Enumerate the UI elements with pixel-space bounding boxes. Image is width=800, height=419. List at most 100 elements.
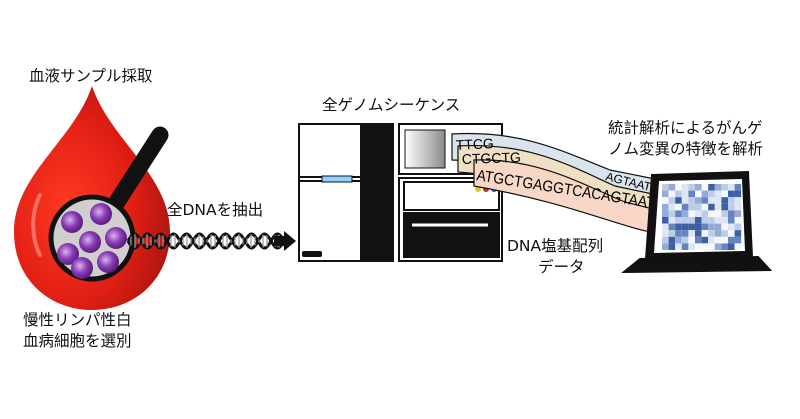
heatmap-cell [721, 184, 728, 191]
heatmap-cell [662, 190, 669, 198]
heatmap-cell [721, 243, 728, 250]
heatmap-cell [721, 203, 728, 211]
heatmap-cell [695, 197, 702, 204]
heatmap-cell [721, 190, 728, 198]
heatmap-cell [695, 203, 702, 211]
heatmap-cell [734, 230, 742, 237]
analysis-label-2: ノム変異の特徴を解析 [608, 140, 764, 158]
magnifier-icon [48, 126, 169, 282]
heatmap-cell [714, 184, 722, 191]
heatmap-cell [734, 223, 742, 231]
heatmap-cell [668, 230, 676, 237]
heatmap-cell [688, 190, 695, 198]
heatmap-cell [708, 203, 715, 211]
heatmap-cell [662, 236, 669, 244]
heatmap-cell [675, 217, 682, 224]
heatmap-cell [721, 230, 728, 237]
heatmap-cell [681, 210, 689, 217]
cell-selection-label-1: 慢性リンパ性白 [23, 311, 132, 329]
heatmap-cell [714, 190, 722, 198]
heatmap-cell [675, 197, 682, 204]
heatmap-cell [701, 210, 709, 217]
heatmap-cell [728, 217, 735, 224]
heatmap-cell [714, 217, 722, 224]
heatmap-cell [701, 230, 709, 237]
heatmap-cell [688, 197, 695, 204]
heatmap-cell [688, 230, 695, 237]
dna-seq-data-label-1: DNA塩基配列 [507, 237, 604, 255]
heatmap-cell [675, 236, 682, 244]
laptop-icon [621, 170, 773, 274]
heatmap-cell [728, 203, 735, 211]
heatmap-cell [695, 184, 702, 191]
heatmap-cell [728, 230, 735, 237]
analysis-label-1: 統計解析によるがんゲ [608, 119, 763, 137]
heatmap-cell [708, 190, 715, 198]
heatmap-cell [681, 236, 689, 244]
heatmap-cell [668, 236, 676, 244]
heatmap-cell [708, 217, 715, 224]
heatmap-cell [721, 217, 728, 224]
heatmap-cell [681, 190, 689, 198]
heatmap-cell [675, 243, 682, 250]
heatmap-cell [695, 236, 702, 244]
heatmap-cell [695, 223, 702, 231]
heatmap-cell [688, 184, 695, 191]
heatmap-cell [714, 243, 722, 250]
heatmap-cell [714, 223, 722, 231]
heatmap-cell [675, 190, 682, 198]
heatmap-cell [714, 197, 722, 204]
heatmap-cell [708, 223, 715, 231]
heatmap-cell [688, 210, 695, 217]
heatmap-cell [701, 243, 709, 250]
heatmap-cell [708, 184, 715, 191]
heatmap-cell [695, 190, 702, 198]
heatmap-cell [728, 190, 735, 198]
heatmap-cell [701, 236, 709, 244]
dna-helix-icon [126, 232, 284, 250]
heatmap-cell [695, 210, 702, 217]
heatmap-cell [701, 190, 709, 198]
heatmap-cell [714, 210, 722, 217]
heatmap-cell [714, 236, 722, 244]
heatmap-cell [708, 243, 715, 250]
heatmap-cell [688, 236, 695, 244]
sequence-strips: TTCG CTGCTG AGTAAT ATGCTGAGGTCACAGTAAT [451, 132, 666, 235]
heatmap-cell [668, 203, 676, 211]
heatmap-cell [668, 217, 676, 224]
heatmap-cell [668, 184, 676, 191]
heatmap-cell [721, 197, 728, 204]
heatmap-cell [728, 223, 735, 231]
heatmap-cell [708, 236, 715, 244]
heatmap-cell [675, 203, 682, 211]
heatmap-cell [668, 243, 676, 250]
heatmap-cell [701, 223, 709, 231]
heatmap-cell [734, 217, 742, 224]
heatmap-cell [708, 210, 715, 217]
heatmap-cell [701, 217, 709, 224]
heatmap-cell [734, 184, 742, 191]
cell-selection-label-2: 血病細胞を選別 [23, 332, 132, 350]
heatmap-cell [662, 230, 669, 237]
heatmap-cell [701, 197, 709, 204]
heatmap-cell [728, 236, 735, 244]
heatmap-cell [695, 230, 702, 237]
heatmap-cell [681, 230, 689, 237]
heatmap-cell [681, 217, 689, 224]
strip-back-text: TTCG [455, 135, 494, 153]
heatmap-cell [681, 184, 689, 191]
heatmap-cell [662, 243, 669, 250]
heatmap-cell [681, 197, 689, 204]
heatmap-cell [708, 197, 715, 204]
heatmap-cell [728, 184, 735, 191]
heatmap-cell [662, 184, 669, 191]
heatmap-cell [695, 217, 702, 224]
heatmap-cell [688, 217, 695, 224]
heatmap-cell [714, 203, 722, 211]
heatmap-cell [734, 203, 742, 211]
heatmap-cell [734, 197, 742, 204]
heatmap-cell [695, 243, 702, 250]
heatmap-cell [728, 197, 735, 204]
heatmap-cell [681, 223, 689, 231]
